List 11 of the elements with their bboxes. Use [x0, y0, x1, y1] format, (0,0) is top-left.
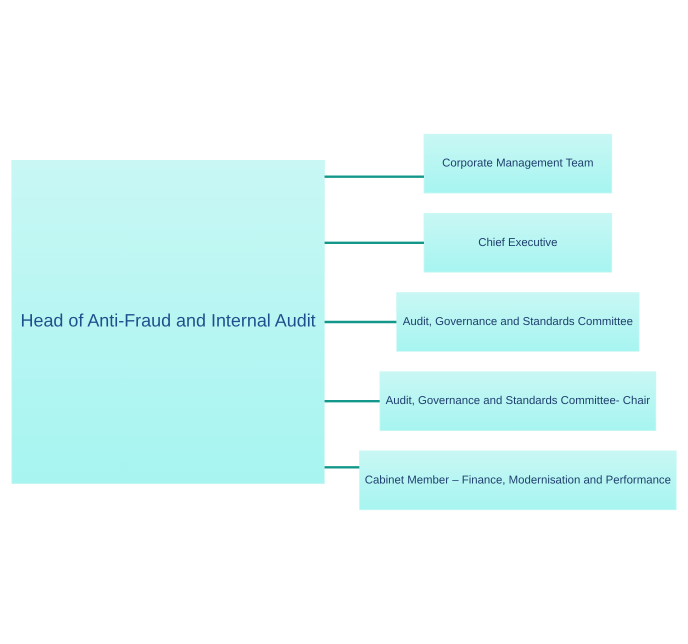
- node-box: Head of Anti-Fraud and Internal Audit: [11, 160, 325, 484]
- connector: [324, 175, 424, 178]
- connector: [324, 400, 380, 402]
- connector: [324, 242, 424, 244]
- node-box: Audit, Governance and Standards Committee- Chair: [380, 371, 656, 431]
- node-box: Corporate Management Team: [424, 134, 612, 194]
- node-box: Cabinet Member – Finance, Modernisation and Performance: [359, 450, 677, 510]
- connector: [324, 320, 396, 324]
- connector: [324, 466, 360, 469]
- node-box: Audit, Governance and Standards Committee: [396, 292, 640, 352]
- node-box: Chief Executive: [424, 213, 612, 273]
